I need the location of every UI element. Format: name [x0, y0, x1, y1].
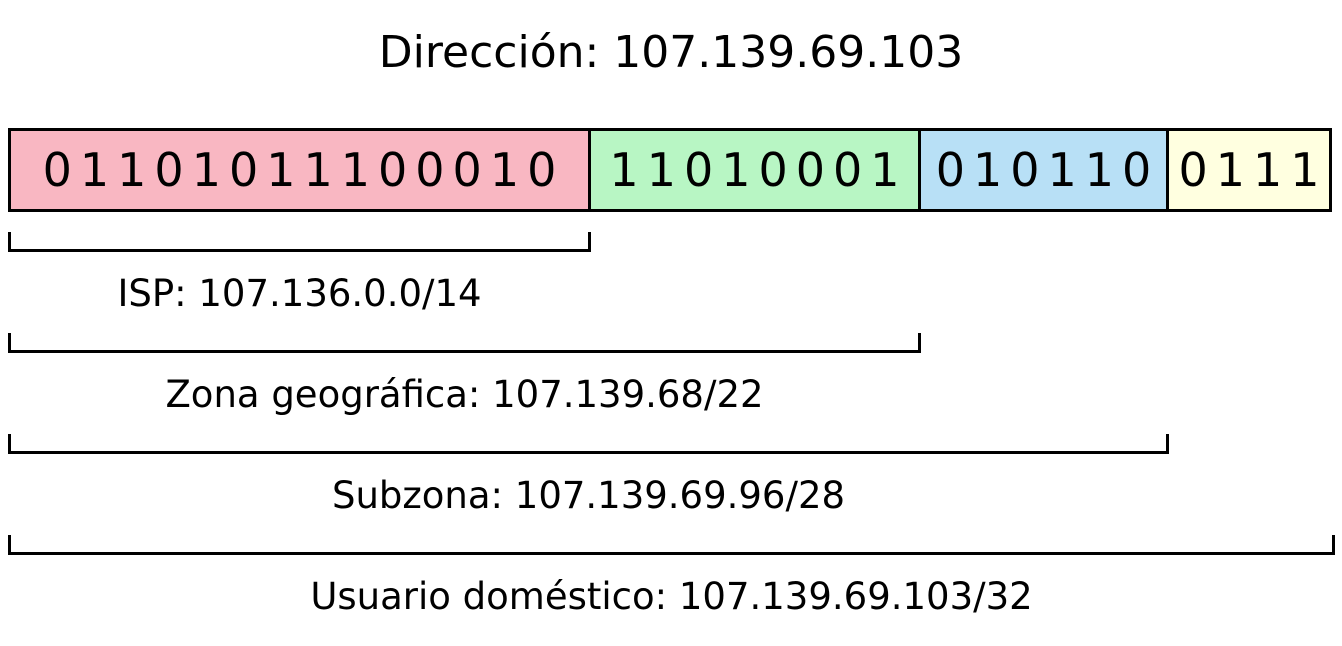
address-bit-bar: 01101011100010 11010001 010110 0111	[8, 128, 1332, 212]
subzone-prefix-bracket	[8, 434, 1169, 454]
diagram-title: Dirección: 107.139.69.103	[378, 27, 964, 78]
isp-bits-segment: 01101011100010	[8, 128, 588, 212]
isp-prefix-label: ISP: 107.136.0.0/14	[117, 272, 482, 315]
zone-bits: 11010001	[609, 143, 908, 197]
host-bits-segment: 0111	[1166, 128, 1332, 212]
subzone-bits: 010110	[935, 143, 1160, 197]
host-prefix-label: Usuario doméstico: 107.139.69.103/32	[310, 575, 1033, 618]
host-bits: 0111	[1178, 143, 1328, 197]
isp-bits: 01101011100010	[42, 143, 565, 197]
subzone-prefix-label: Subzona: 107.139.69.96/28	[331, 474, 846, 517]
zone-prefix-label: Zona geográfica: 107.139.68/22	[165, 373, 764, 416]
subzone-bits-segment: 010110	[918, 128, 1166, 212]
host-prefix-bracket	[8, 535, 1335, 555]
zone-prefix-bracket	[8, 333, 921, 353]
isp-prefix-bracket	[8, 232, 591, 252]
zone-bits-segment: 11010001	[588, 128, 918, 212]
